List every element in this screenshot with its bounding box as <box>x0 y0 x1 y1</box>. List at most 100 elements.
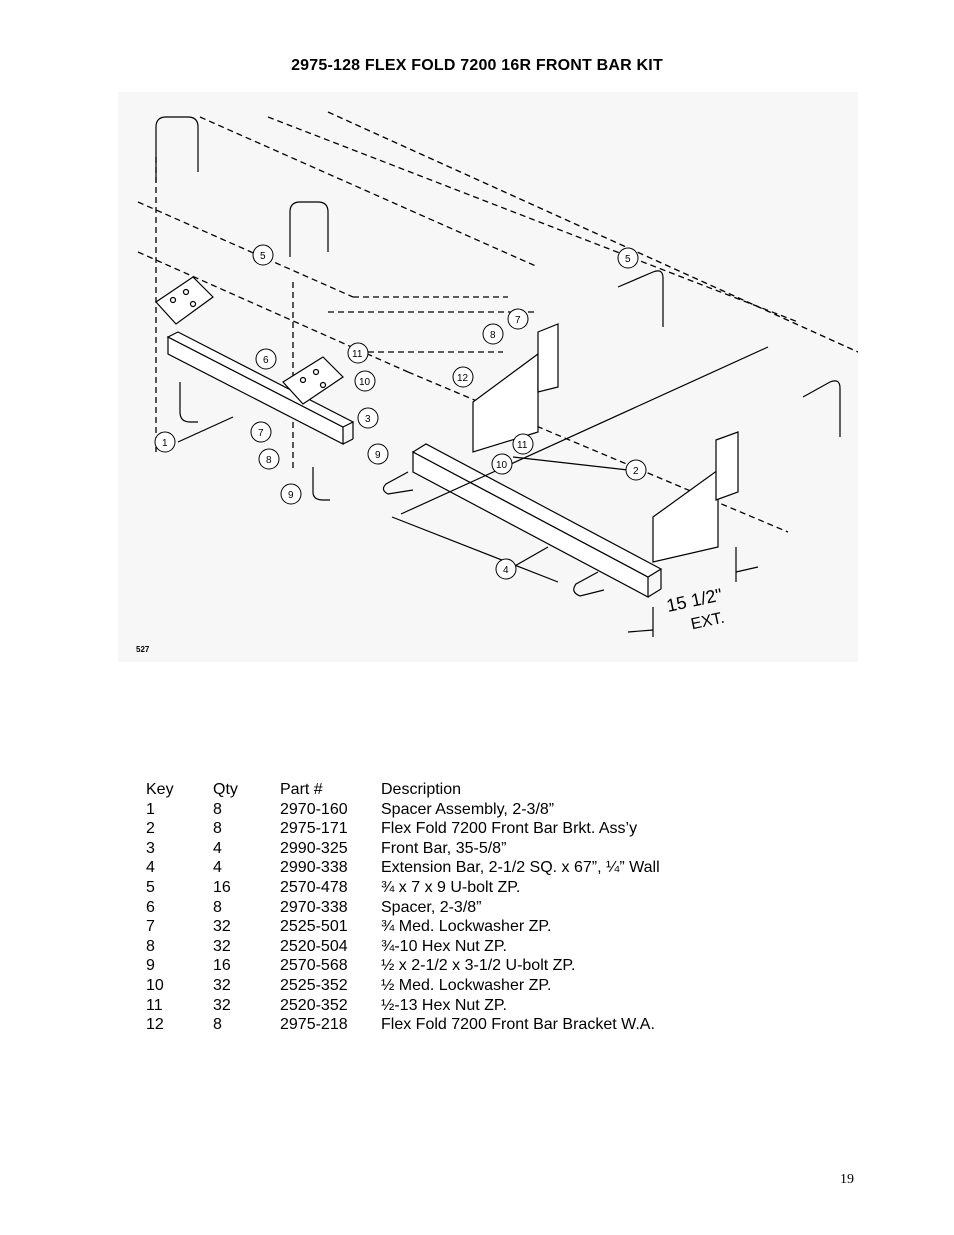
svg-text:11: 11 <box>517 440 528 451</box>
svg-text:8: 8 <box>266 455 272 466</box>
table-row: 11 32 2520-352 ½-13 Hex Nut ZP. <box>146 996 801 1016</box>
svg-text:1: 1 <box>162 438 168 449</box>
svg-text:8: 8 <box>490 330 496 341</box>
cell-part: 2970-160 <box>280 800 348 818</box>
svg-text:5: 5 <box>625 254 631 265</box>
cell-part: 2520-504 <box>280 937 348 955</box>
svg-text:10: 10 <box>359 377 371 388</box>
callout-7: 7 <box>250 421 272 443</box>
cell-key: 1 <box>146 800 155 818</box>
callout-4: 4 <box>495 558 517 580</box>
cell-qty: 16 <box>213 957 231 975</box>
table-row: 10 32 2525-352 ½ Med. Lockwasher ZP. <box>146 976 801 996</box>
cell-description: ¾ x 7 x 9 U-bolt ZP. <box>381 878 521 896</box>
callout-9: 9 <box>280 483 302 505</box>
cell-qty: 8 <box>213 800 222 818</box>
table-row: 1 8 2970-160 Spacer Assembly, 2-3/8” <box>146 800 801 820</box>
parts-table-header: Key Qty Part # Description <box>146 780 801 800</box>
cell-qty: 16 <box>213 878 231 896</box>
parts-table: Key Qty Part # Description 1 8 2970-160 … <box>146 780 801 1035</box>
svg-text:2: 2 <box>633 466 639 477</box>
table-row: 7 32 2525-501 ¾ Med. Lockwasher ZP. <box>146 917 801 937</box>
callout-2: 2 <box>625 459 647 481</box>
table-row: 12 8 2975-218 Flex Fold 7200 Front Bar B… <box>146 1015 801 1035</box>
cell-description: Spacer, 2-3/8” <box>381 898 482 916</box>
cell-part: 2990-338 <box>280 859 348 877</box>
table-row: 8 32 2520-504 ¾-10 Hex Nut ZP. <box>146 937 801 957</box>
dimension-note: EXT. <box>689 610 726 634</box>
callout-5: 5 <box>252 244 274 266</box>
svg-text:6: 6 <box>263 355 269 366</box>
cell-description: Flex Fold 7200 Front Bar Bracket W.A. <box>381 1016 655 1034</box>
cell-key: 2 <box>146 820 155 838</box>
callout-12: 12 <box>452 366 474 388</box>
cell-key: 11 <box>146 996 163 1014</box>
cell-key: 6 <box>146 898 155 916</box>
callout-8: 8 <box>258 448 280 470</box>
cell-description: ½ Med. Lockwasher ZP. <box>381 976 552 994</box>
cell-key: 5 <box>146 878 155 896</box>
cell-part: 2990-325 <box>280 839 348 857</box>
cell-key: 7 <box>146 918 155 936</box>
cell-key: 12 <box>146 1016 164 1034</box>
drawing-code: 527 <box>136 645 150 654</box>
callout-8: 8 <box>482 323 504 345</box>
cell-description: ¾ Med. Lockwasher ZP. <box>381 918 552 936</box>
cell-key: 4 <box>146 859 155 877</box>
svg-text:5: 5 <box>260 251 266 262</box>
cell-part: 2570-478 <box>280 878 348 896</box>
cell-part: 2970-338 <box>280 898 348 916</box>
cell-key: 10 <box>146 976 164 994</box>
callout-9: 9 <box>367 443 389 465</box>
cell-description: Front Bar, 35-5/8” <box>381 839 507 857</box>
diagram-drawing: 1 2 3 4 5 5 6 7 7 8 8 9 9 10 10 11 11 12… <box>118 92 858 662</box>
table-row: 5 16 2570-478 ¾ x 7 x 9 U-bolt ZP. <box>146 878 801 898</box>
table-row: 2 8 2975-171 Flex Fold 7200 Front Bar Br… <box>146 819 801 839</box>
cell-part: 2975-171 <box>280 820 348 838</box>
exploded-parts-diagram: 1 2 3 4 5 5 6 7 7 8 8 9 9 10 10 11 11 12… <box>118 92 858 662</box>
header-key: Key <box>146 781 174 798</box>
header-description: Description <box>381 781 462 798</box>
cell-part: 2975-218 <box>280 1016 348 1034</box>
cell-qty: 4 <box>213 839 222 857</box>
callout-10: 10 <box>354 370 376 392</box>
cell-description: Spacer Assembly, 2-3/8” <box>381 800 555 818</box>
callout-6: 6 <box>255 348 277 370</box>
callout-3: 3 <box>357 407 379 429</box>
cell-description: ½-13 Hex Nut ZP. <box>381 996 507 1014</box>
callout-11: 11 <box>512 433 534 455</box>
table-row: 9 16 2570-568 ½ x 2-1/2 x 3-1/2 U-bolt Z… <box>146 956 801 976</box>
callout-11: 11 <box>347 342 369 364</box>
cell-qty: 8 <box>213 898 222 916</box>
table-row: 4 4 2990-338 Extension Bar, 2-1/2 SQ. x … <box>146 858 801 878</box>
page-number: 19 <box>840 1172 854 1187</box>
svg-text:10: 10 <box>496 460 508 471</box>
svg-text:7: 7 <box>258 428 264 439</box>
cell-description: ¾-10 Hex Nut ZP. <box>381 937 507 955</box>
callout-1: 1 <box>154 431 176 453</box>
header-part: Part # <box>280 781 323 798</box>
svg-text:12: 12 <box>457 373 469 384</box>
cell-description: Extension Bar, 2-1/2 SQ. x 67”, ¼” Wall <box>381 859 660 877</box>
cell-description: Flex Fold 7200 Front Bar Brkt. Ass’y <box>381 820 638 838</box>
cell-part: 2525-352 <box>280 976 348 994</box>
cell-qty: 4 <box>213 859 222 877</box>
cell-key: 9 <box>146 957 155 975</box>
cell-qty: 32 <box>213 996 231 1014</box>
callout-10: 10 <box>491 453 513 475</box>
svg-text:4: 4 <box>503 565 509 576</box>
cell-qty: 32 <box>213 918 231 936</box>
cell-qty: 8 <box>213 820 222 838</box>
cell-key: 3 <box>146 839 155 857</box>
svg-text:3: 3 <box>365 414 371 425</box>
cell-qty: 8 <box>213 1016 222 1034</box>
table-row: 3 4 2990-325 Front Bar, 35-5/8” <box>146 839 801 859</box>
svg-text:9: 9 <box>288 490 294 501</box>
cell-qty: 32 <box>213 937 231 955</box>
cell-key: 8 <box>146 937 155 955</box>
page-title: 2975-128 FLEX FOLD 7200 16R FRONT BAR KI… <box>291 57 663 74</box>
svg-text:7: 7 <box>515 315 521 326</box>
header-qty: Qty <box>213 781 238 798</box>
cell-description: ½ x 2-1/2 x 3-1/2 U-bolt ZP. <box>381 957 576 975</box>
svg-text:11: 11 <box>352 349 363 360</box>
